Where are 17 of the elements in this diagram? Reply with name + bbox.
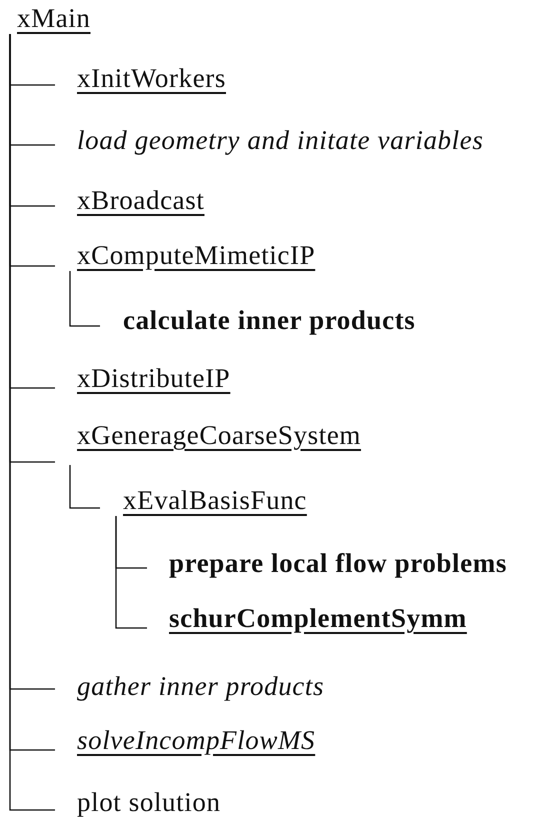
function-name: schurComplementSymm (147, 602, 467, 634)
step-text: calculate inner products (100, 304, 416, 336)
tree-connector (69, 271, 100, 327)
function-name: xInitWorkers (55, 62, 226, 94)
step-text: plot solution (55, 786, 221, 815)
step-text: load geometry and initate variables (55, 124, 484, 156)
step-text: prepare local flow problems (147, 547, 507, 579)
function-name: xEvalBasisFunc (100, 484, 307, 516)
function-name: xComputeMimeticIP (55, 239, 316, 271)
tree-connector (115, 516, 147, 629)
function-name: xMain (10, 2, 90, 34)
tree-connector (69, 465, 100, 509)
step-text: gather inner products (55, 670, 324, 702)
function-name: solveIncompFlowMS (55, 724, 316, 756)
function-name: xBroadcast (55, 184, 204, 216)
function-name: xDistributeIP (55, 362, 230, 394)
function-name: xGenerageCoarseSystem (55, 419, 362, 465)
